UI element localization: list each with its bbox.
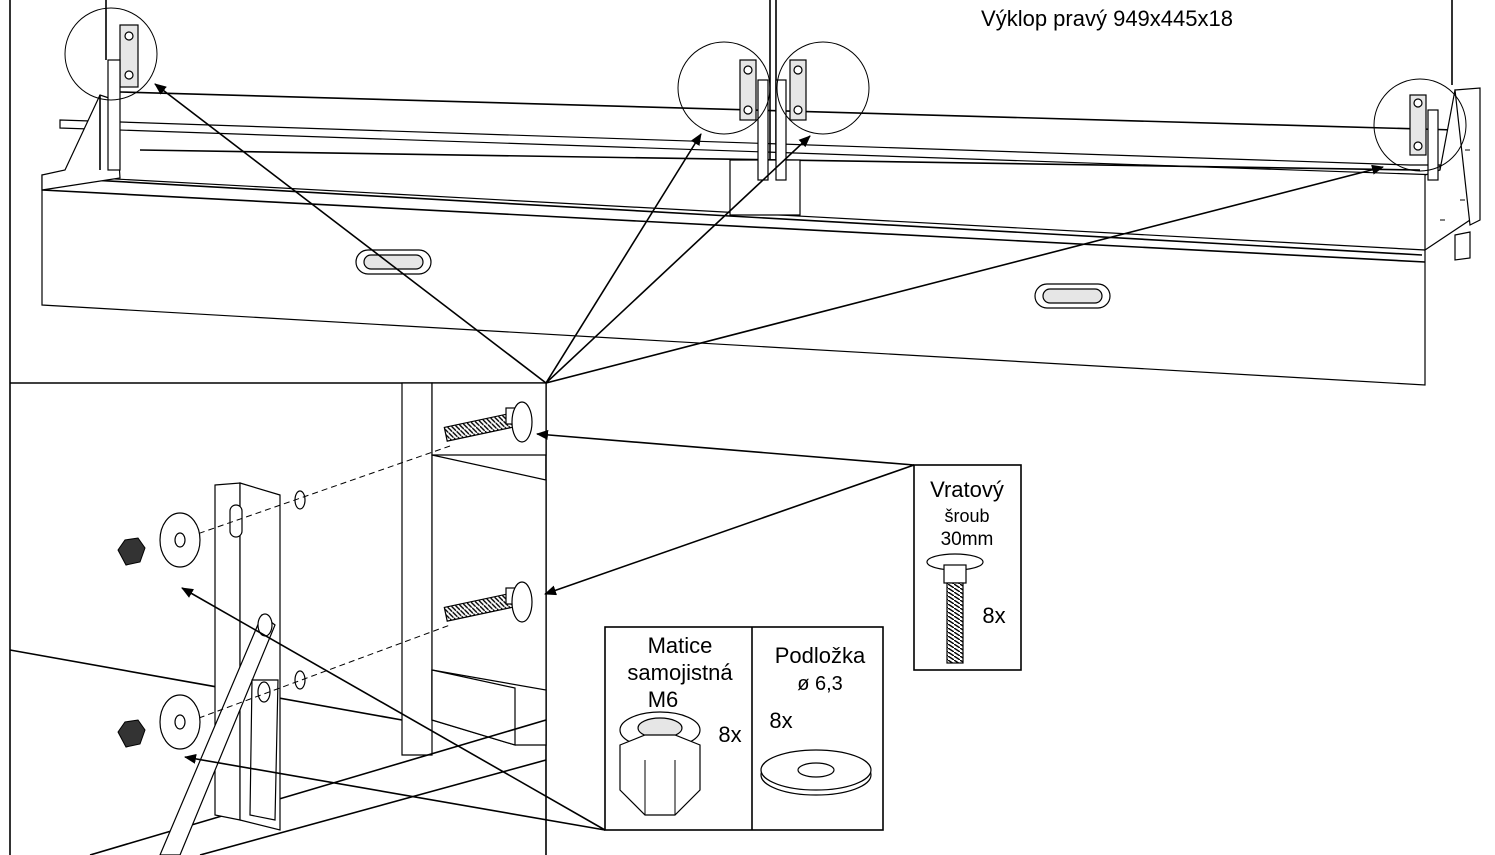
washer-icon bbox=[760, 749, 872, 796]
carriage-bolt-icon bbox=[926, 553, 984, 664]
drawer-handle-right bbox=[1034, 283, 1111, 309]
drawer-front-panel bbox=[41, 174, 1426, 386]
panel-label-right: Výklop pravý 949x445x18 bbox=[981, 6, 1233, 31]
bed-overview: Výklop pravý 949x445x18 bbox=[9, 0, 1481, 386]
bolt-subtitle: šroub bbox=[944, 506, 989, 526]
detail-circle-center-right bbox=[776, 41, 870, 135]
washer-title: Podložka bbox=[775, 643, 866, 668]
detail-circle-center-left bbox=[677, 41, 771, 135]
bolt-top bbox=[443, 401, 533, 443]
hinge-right bbox=[1409, 94, 1439, 181]
hinge-left bbox=[107, 24, 139, 171]
bolt-length: 30mm bbox=[941, 529, 994, 550]
lock-nut-icon bbox=[619, 711, 701, 816]
hinge-center-right bbox=[775, 59, 807, 181]
nut-size: M6 bbox=[648, 687, 679, 712]
washer-qty: 8x bbox=[769, 708, 792, 733]
pointer-arrows bbox=[154, 83, 1384, 384]
washer-nut-top bbox=[117, 512, 201, 568]
washer-nut-bottom bbox=[117, 694, 201, 750]
detail-circle-left bbox=[64, 7, 158, 101]
washer-diameter: ø 6,3 bbox=[797, 673, 843, 695]
hinge-center-left bbox=[739, 59, 769, 181]
nut-title: Matice bbox=[648, 633, 713, 658]
nut-qty: 8x bbox=[718, 722, 741, 747]
bolt-title: Vratový bbox=[930, 477, 1004, 502]
nut-subtitle: samojistná bbox=[627, 660, 733, 685]
part-box-nut-washer: Matice samojistná M6 8x Podložka ø 6,3 8… bbox=[604, 626, 884, 831]
bolt-qty: 8x bbox=[982, 603, 1005, 628]
part-box-bolt: Vratový šroub 30mm 8x bbox=[913, 464, 1022, 671]
hinge-detail bbox=[9, 382, 915, 855]
bolt-bottom bbox=[443, 581, 533, 623]
detail-circle-right bbox=[1373, 78, 1467, 172]
drawer-handle-left bbox=[355, 249, 432, 275]
